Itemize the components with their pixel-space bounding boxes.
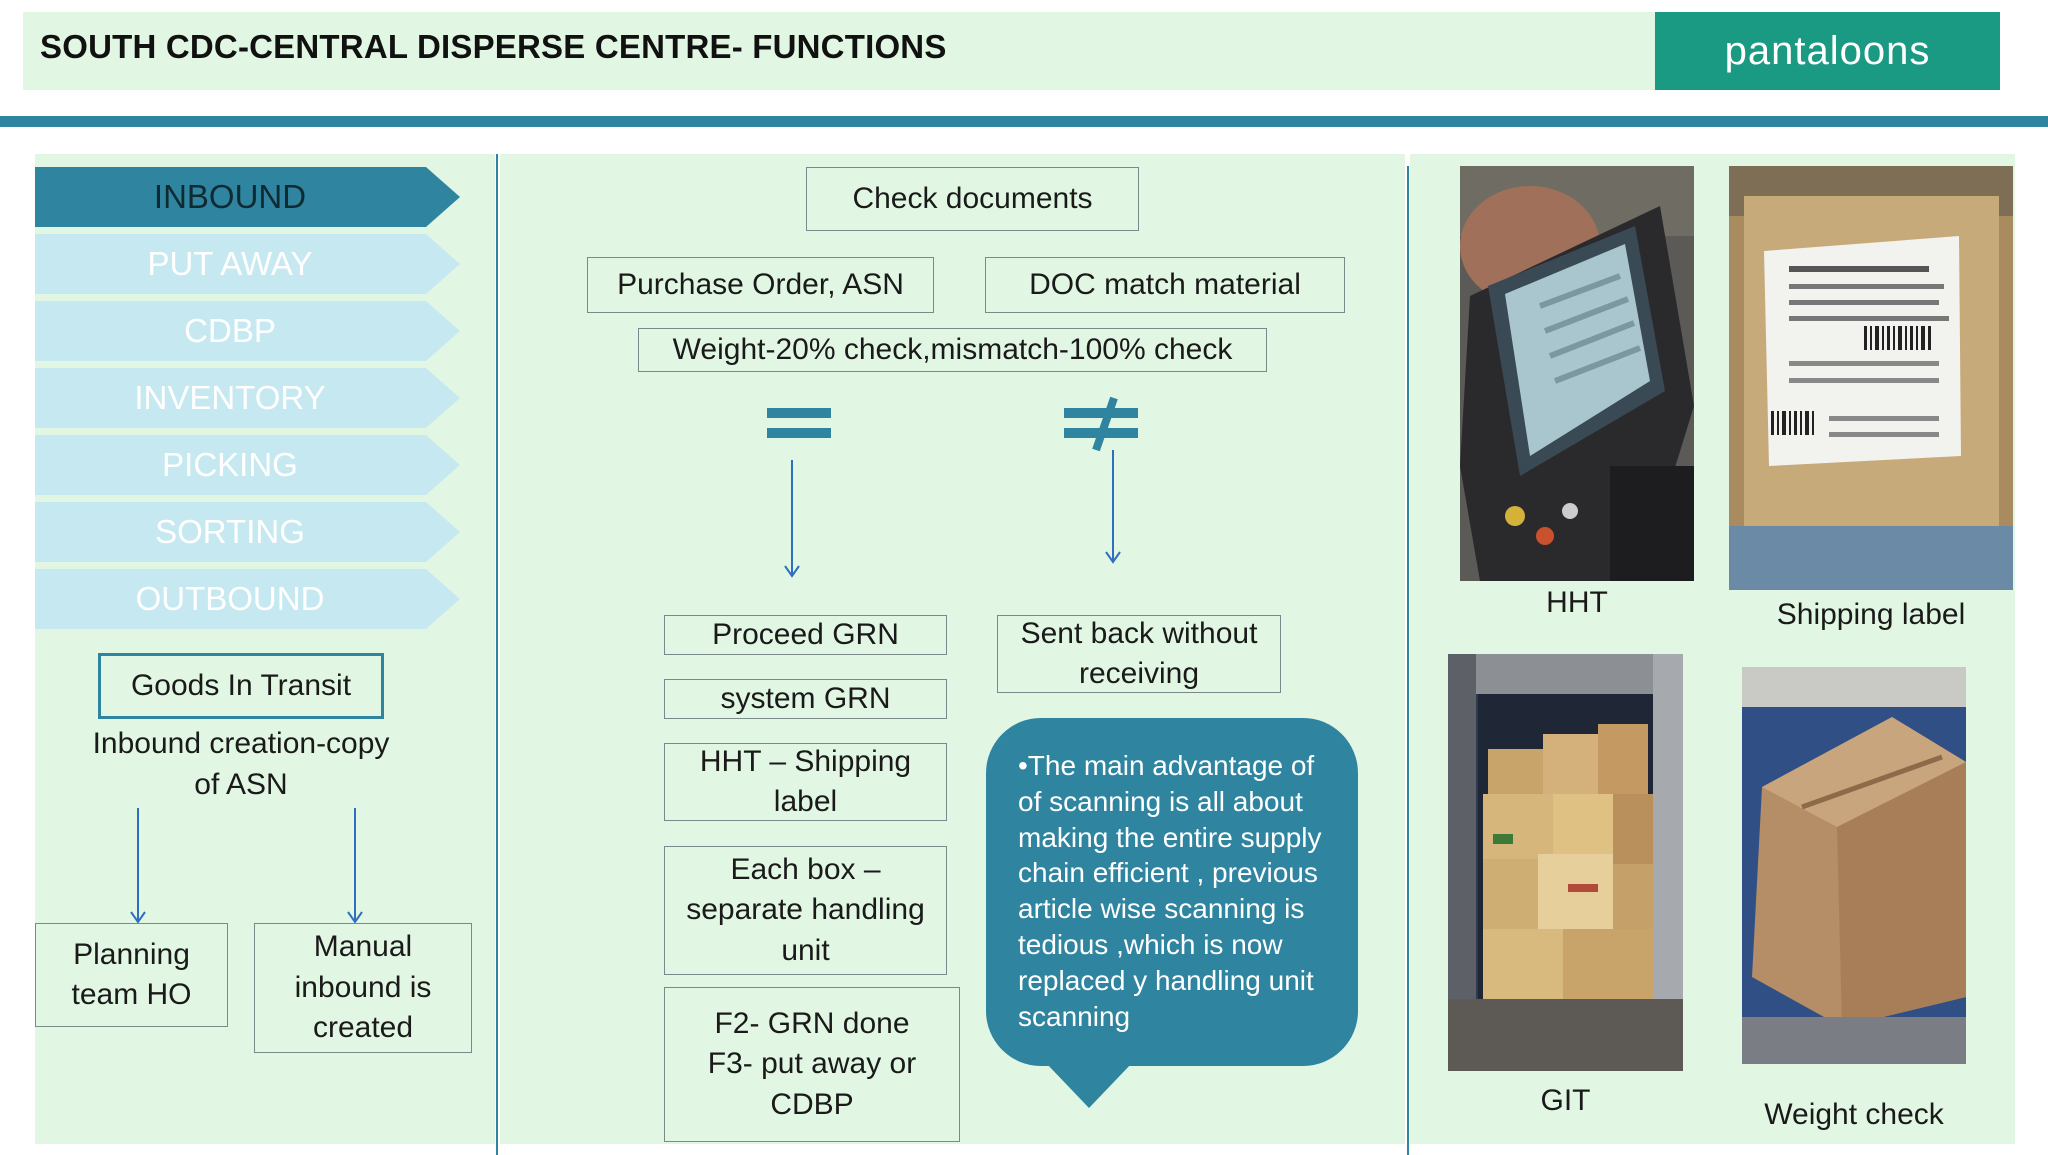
f2-f3-box: F2- GRN done F3- put away or CDBP: [664, 987, 960, 1142]
git-caption: GIT: [1540, 1084, 1591, 1117]
planning-line2: team HO: [71, 978, 192, 1011]
sent-back-box: Sent back without receiving: [997, 615, 1281, 693]
hht-caption: HHT: [1546, 586, 1608, 619]
hht-shipping-box: HHT – Shipping label: [664, 743, 947, 821]
inbound-creation-line1: Inbound creation-copy: [92, 727, 390, 760]
planning-line1: Planning: [73, 937, 190, 971]
weight-check-photo: [1742, 667, 1966, 1064]
arrow-to-sent-back: [1105, 450, 1121, 564]
step-cdbp[interactable]: CDBP: [35, 301, 460, 361]
f2-line3: CDBP: [770, 1087, 854, 1121]
arrow-to-proceed-grn: [784, 460, 800, 578]
sent-back-line2: receiving: [1078, 657, 1200, 690]
hht-line2: label: [773, 785, 838, 818]
shipping-label-caption: Shipping label: [1776, 598, 1966, 631]
page-title: SOUTH CDC-CENTRAL DISPERSE CENTRE- FUNCT…: [40, 28, 947, 65]
divider-left: [496, 154, 498, 1155]
equal-icon: [767, 408, 831, 438]
header-divider: [0, 116, 2048, 127]
each-box-line2: separate handling: [686, 893, 925, 927]
manual-inbound-box: Manual inbound is created: [254, 923, 472, 1053]
arrow-to-planning: [130, 808, 146, 924]
proceed-grn-box: Proceed GRN: [664, 615, 947, 655]
system-grn-box: system GRN: [664, 679, 947, 719]
sent-back-line1: Sent back without: [1020, 616, 1258, 650]
f2-line2: F3- put away or: [707, 1047, 917, 1081]
weight-check-caption: Weight check: [1764, 1098, 1944, 1131]
git-photo: [1448, 654, 1683, 1071]
brand-logo: pantaloons: [1655, 12, 2000, 90]
f2-line1: F2- GRN done: [714, 1006, 910, 1040]
step-inventory[interactable]: INVENTORY: [35, 368, 460, 428]
each-box-box: Each box – separate handling unit: [664, 846, 947, 975]
each-box-line3: unit: [781, 933, 830, 967]
arrow-to-manual: [347, 808, 363, 924]
inbound-creation-text: Inbound creation-copy of ASN: [60, 724, 422, 805]
weight-check-box: Weight-20% check,mismatch-100% check: [638, 328, 1267, 372]
manual-line1: Manual: [313, 930, 413, 964]
hht-photo: [1460, 166, 1694, 581]
doc-match-box: DOC match material: [985, 257, 1345, 313]
planning-team-box: Planning team HO: [35, 923, 228, 1027]
inbound-creation-line2: of ASN: [194, 767, 288, 801]
speech-bubble-tail: [1045, 1062, 1133, 1108]
purchase-order-box: Purchase Order, ASN: [587, 257, 934, 313]
step-sorting[interactable]: SORTING: [35, 502, 460, 562]
step-inbound[interactable]: INBOUND: [35, 167, 460, 227]
header-band: [23, 12, 1663, 90]
not-equal-icon: [1064, 396, 1138, 452]
step-put-away[interactable]: PUT AWAY: [35, 234, 460, 294]
hht-line1: HHT – Shipping: [699, 744, 912, 778]
check-documents-box: Check documents: [806, 167, 1139, 231]
manual-line2: inbound is: [294, 970, 432, 1004]
step-outbound[interactable]: OUTBOUND: [35, 569, 460, 629]
goods-in-transit-box: Goods In Transit: [98, 653, 384, 719]
each-box-line1: Each box –: [730, 852, 881, 886]
divider-right: [1407, 166, 1409, 1155]
speech-bubble: •The main advantage of of scanning is al…: [986, 718, 1358, 1066]
shipping-label-photo: [1729, 166, 2013, 590]
manual-line3: created: [312, 1011, 414, 1045]
step-picking[interactable]: PICKING: [35, 435, 460, 495]
